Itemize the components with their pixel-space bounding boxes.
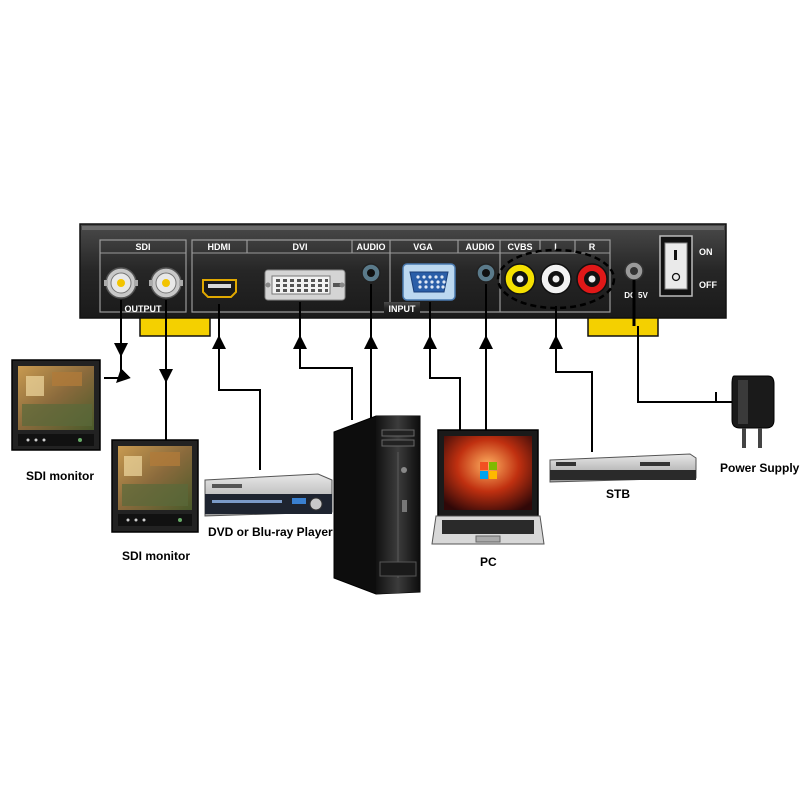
- dc-label: DC 5V: [624, 291, 648, 300]
- audio-input-jack-2[interactable]: [476, 263, 496, 283]
- dc-power-jack[interactable]: [624, 261, 644, 281]
- sdi-monitor-2: [111, 439, 199, 533]
- dvd-player-caption: DVD or Blu-ray Player: [208, 525, 333, 539]
- audio-label-1: AUDIO: [357, 242, 386, 252]
- connection-wires: [104, 280, 734, 470]
- hdmi-label: HDMI: [208, 242, 231, 252]
- dvi-input-port[interactable]: [264, 269, 346, 301]
- pc-caption: PC: [480, 555, 497, 569]
- input-group-outline: [191, 239, 611, 313]
- l-label: L: [554, 242, 560, 252]
- sdi-label: SDI: [135, 242, 150, 252]
- hdmi-input-port[interactable]: [202, 279, 237, 298]
- windows-logo-icon: [480, 462, 497, 479]
- off-label: OFF: [699, 280, 717, 290]
- audio-label-2: AUDIO: [466, 242, 495, 252]
- left-highlight-bar: [139, 317, 211, 337]
- dvi-label: DVI: [292, 242, 307, 252]
- audio-left-rca-jack[interactable]: [540, 263, 572, 295]
- sdi-output-connector-1[interactable]: [104, 267, 138, 299]
- r-label: R: [589, 242, 596, 252]
- on-label: ON: [699, 247, 713, 257]
- device-back-panel: SDI HDMI DVI AUDIO VGA AUDIO CVBS L R OU…: [79, 223, 727, 319]
- sdi-output-connector-2[interactable]: [149, 267, 183, 299]
- vga-label: VGA: [413, 242, 433, 252]
- audio-input-jack-1[interactable]: [361, 263, 381, 283]
- right-highlight-bar: [587, 317, 659, 337]
- audio-right-rca-jack[interactable]: [576, 263, 608, 295]
- input-label: INPUT: [389, 304, 417, 314]
- desktop-tower: [333, 415, 421, 595]
- power-supply-caption: Power Supply: [720, 461, 800, 475]
- input-label-bg: [384, 302, 420, 314]
- power-supply-adapter: [731, 375, 775, 448]
- sdi-monitor-2-caption: SDI monitor: [122, 549, 190, 563]
- dvd-player: [204, 473, 333, 517]
- stb-caption: STB: [606, 487, 630, 501]
- sdi-group-outline: [99, 239, 187, 313]
- sdi-monitor-1-caption: SDI monitor: [26, 469, 94, 483]
- cvbs-rca-jack[interactable]: [504, 263, 536, 295]
- laptop-pc: [431, 429, 545, 545]
- vga-input-port[interactable]: [402, 263, 456, 301]
- set-top-box: [549, 453, 697, 483]
- cvbs-label: CVBS: [507, 242, 532, 252]
- output-label: OUTPUT: [125, 304, 163, 314]
- sdi-monitor-1: [11, 359, 101, 451]
- power-switch[interactable]: [659, 235, 693, 297]
